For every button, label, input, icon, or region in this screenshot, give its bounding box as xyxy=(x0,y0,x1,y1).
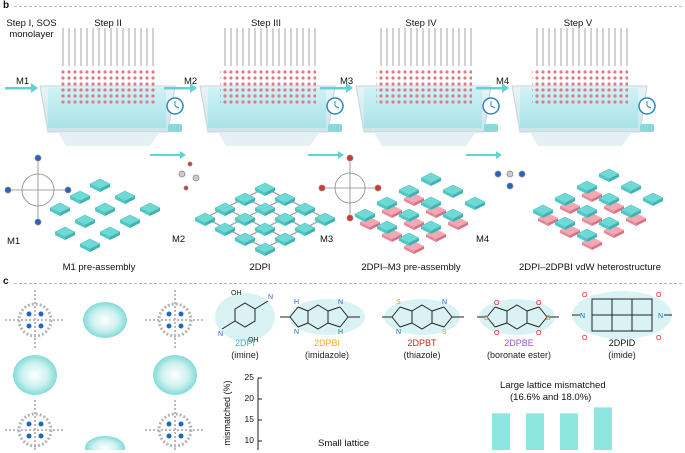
atom-h-imidazole-left: H xyxy=(294,299,299,306)
atom-n-imine-left: N xyxy=(218,331,223,338)
molecule-label-m2: M2 xyxy=(172,234,186,245)
porphyrin-lattice-illustration xyxy=(3,290,207,450)
panel-c-divider xyxy=(14,283,682,284)
step-3-title: Step III xyxy=(250,18,282,29)
atom-oh-bottom: OH xyxy=(248,337,259,344)
linkage-name-2dpbi: 2DPBI xyxy=(313,338,340,348)
atom-b-left: B xyxy=(484,315,489,322)
atom-o-3: O xyxy=(536,300,542,307)
step-4-title: Step IV xyxy=(405,18,437,29)
panel-label-b: b xyxy=(3,0,10,11)
linkage-type-imidazole: (imidazole) xyxy=(304,350,349,360)
atom-s-thiazole-right: S xyxy=(442,329,447,336)
bar-2dpid xyxy=(594,407,612,450)
step-2-title: Step II xyxy=(94,18,122,29)
caption-m1-pre-assembly: M1 pre-assembly xyxy=(62,262,136,273)
atom-n-thiazole-left: N xyxy=(396,329,401,336)
atom-n-imine-right: N xyxy=(268,294,273,301)
y-tick-25: 25 xyxy=(244,372,254,382)
reactor-2 xyxy=(199,28,336,146)
caption-2dpi-m3-pre-assembly: 2DPI–M3 pre-assembly xyxy=(361,262,461,273)
linkage-type-boronate-ester: (boronate ester) xyxy=(486,350,552,360)
m4-molecule xyxy=(494,170,526,190)
m3-molecule xyxy=(318,154,382,222)
atom-o-imide-4: O xyxy=(656,335,662,342)
molecule-label-m1: M1 xyxy=(7,236,21,247)
atom-o-imide-1: O xyxy=(582,292,588,299)
m2-molecule xyxy=(178,161,200,191)
y-tick-10: 10 xyxy=(244,435,254,445)
atom-o-2: O xyxy=(494,330,500,337)
atom-n-imide-right: N xyxy=(658,313,663,320)
linkage-structures: OH OH N N H N H N S N N S B B O O O O N … xyxy=(215,290,672,344)
atom-o-1: O xyxy=(494,300,500,307)
annotation-large-mismatch-values: (16.6% and 18.0%) xyxy=(510,392,592,403)
bar-2dpbt xyxy=(526,413,544,450)
molecule-label-m3: M3 xyxy=(320,234,334,245)
linkage-type-imide: (imide) xyxy=(608,350,636,360)
atom-h-imidazole-right: H xyxy=(338,329,343,336)
m1-molecule xyxy=(4,154,72,226)
y-tick-20: 20 xyxy=(244,393,254,403)
linkage-type-imine: (imine) xyxy=(231,350,259,360)
inlet-label-m2: M2 xyxy=(184,76,198,87)
atom-o-4: O xyxy=(536,330,542,337)
panel-b-divider xyxy=(14,6,682,7)
atom-b-right: B xyxy=(546,315,551,322)
atom-n-imidazole-right: N xyxy=(338,299,343,306)
reactor-3 xyxy=(355,28,492,146)
linkage-type-thiazole: (thiazole) xyxy=(403,350,441,360)
inlet-label-m1: M1 xyxy=(16,76,30,87)
bar-2dpbi xyxy=(492,413,510,450)
caption-2dpi-2dpbi-heterostructure: 2DPI–2DPBI vdW heterostructure xyxy=(518,262,662,273)
molecule-label-m4: M4 xyxy=(476,234,490,245)
mismatch-bar-chart xyxy=(257,377,612,450)
step-5-title: Step V xyxy=(563,18,593,29)
reactor-1 xyxy=(39,28,176,146)
atom-o-imide-3: O xyxy=(656,292,662,299)
atom-oh-top: OH xyxy=(231,290,242,297)
annotation-small-lattice: Small lattice xyxy=(318,438,370,449)
panel-label-c: c xyxy=(3,276,9,287)
linkage-name-2dpid: 2DPID xyxy=(608,338,636,348)
step-1-title: Step I, SOS monolayer xyxy=(6,18,57,40)
linkage-name-2dpbe: 2DPBE xyxy=(504,338,534,348)
atom-n-imide-left: N xyxy=(580,313,585,320)
reactor-sequence-illustration xyxy=(5,28,656,159)
linkage-name-2dpi: 2DPI xyxy=(234,338,255,348)
y-tick-15: 15 xyxy=(244,414,254,424)
chart-y-axis-label: mismatched (%) xyxy=(222,380,232,446)
reactor-4 xyxy=(511,28,648,146)
bar-2dpbe xyxy=(560,413,578,450)
atom-o-imide-2: O xyxy=(582,335,588,342)
inlet-label-m3: M3 xyxy=(340,76,354,87)
linkage-name-2dpbt: 2DPBT xyxy=(407,338,437,348)
inlet-label-m4: M4 xyxy=(496,76,510,87)
annotation-large-mismatch: Large lattice mismatched xyxy=(500,380,606,391)
lattice-illustrations xyxy=(4,154,664,257)
atom-s-thiazole-left: S xyxy=(396,299,401,306)
caption-2dpi: 2DPI xyxy=(249,262,271,273)
atom-n-imidazole-left: N xyxy=(294,329,299,336)
atom-n-thiazole-right: N xyxy=(442,299,447,306)
